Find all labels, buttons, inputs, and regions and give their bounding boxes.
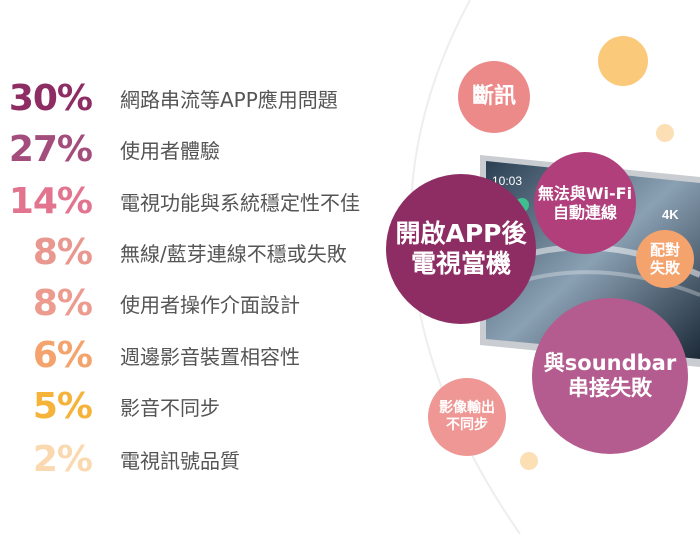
stat-percent: 14% <box>8 180 93 222</box>
stat-row: 8% 無線/藍芽連線不穩或失敗 <box>0 231 347 273</box>
bubble-disconnect: 斷訊 <box>458 61 530 133</box>
decorative-dot <box>520 452 538 470</box>
bubble-app-crash: 開啟APP後 電視當機 <box>386 174 536 324</box>
stat-label: 影音不同步 <box>120 395 220 420</box>
stat-label: 週邊影音裝置相容性 <box>120 344 300 369</box>
stat-percent: 8% <box>32 231 93 273</box>
stat-label: 電視訊號品質 <box>120 448 240 473</box>
stat-row: 27% 使用者體驗 <box>0 128 220 170</box>
stat-label: 電視功能與系統穩定性不佳 <box>120 190 360 215</box>
bubble-pairing: 配對 失敗 <box>636 230 694 288</box>
tv-4k-badge: 4K <box>662 207 679 222</box>
stat-row: 14% 電視功能與系統穩定性不佳 <box>0 180 360 222</box>
stat-row: 6% 週邊影音裝置相容性 <box>0 334 300 376</box>
bubble-soundbar: 與soundbar 串接失敗 <box>532 298 688 454</box>
stat-percent: 6% <box>32 334 93 376</box>
stat-percent: 27% <box>8 128 93 170</box>
stat-label: 使用者體驗 <box>120 138 220 163</box>
stat-label: 無線/藍芽連線不穩或失敗 <box>120 241 347 266</box>
stat-row: 8% 使用者操作介面設計 <box>0 282 300 324</box>
bubble-av-sync: 影像輸出 不同步 <box>428 378 506 456</box>
stat-row: 30% 網路串流等APP應用問題 <box>0 77 338 119</box>
stat-percent: 8% <box>32 282 93 324</box>
stat-percent: 2% <box>32 438 93 480</box>
bubble-wifi: 無法與Wi-Fi 自動連線 <box>534 152 636 254</box>
decorative-dot <box>598 36 648 86</box>
stat-row: 5% 影音不同步 <box>0 385 220 427</box>
stat-label: 使用者操作介面設計 <box>120 292 300 317</box>
stat-percent: 30% <box>8 77 93 119</box>
stat-row: 2% 電視訊號品質 <box>0 438 240 480</box>
decorative-dot <box>656 124 674 142</box>
stat-percent: 5% <box>32 385 93 427</box>
stat-label: 網路串流等APP應用問題 <box>120 87 338 112</box>
